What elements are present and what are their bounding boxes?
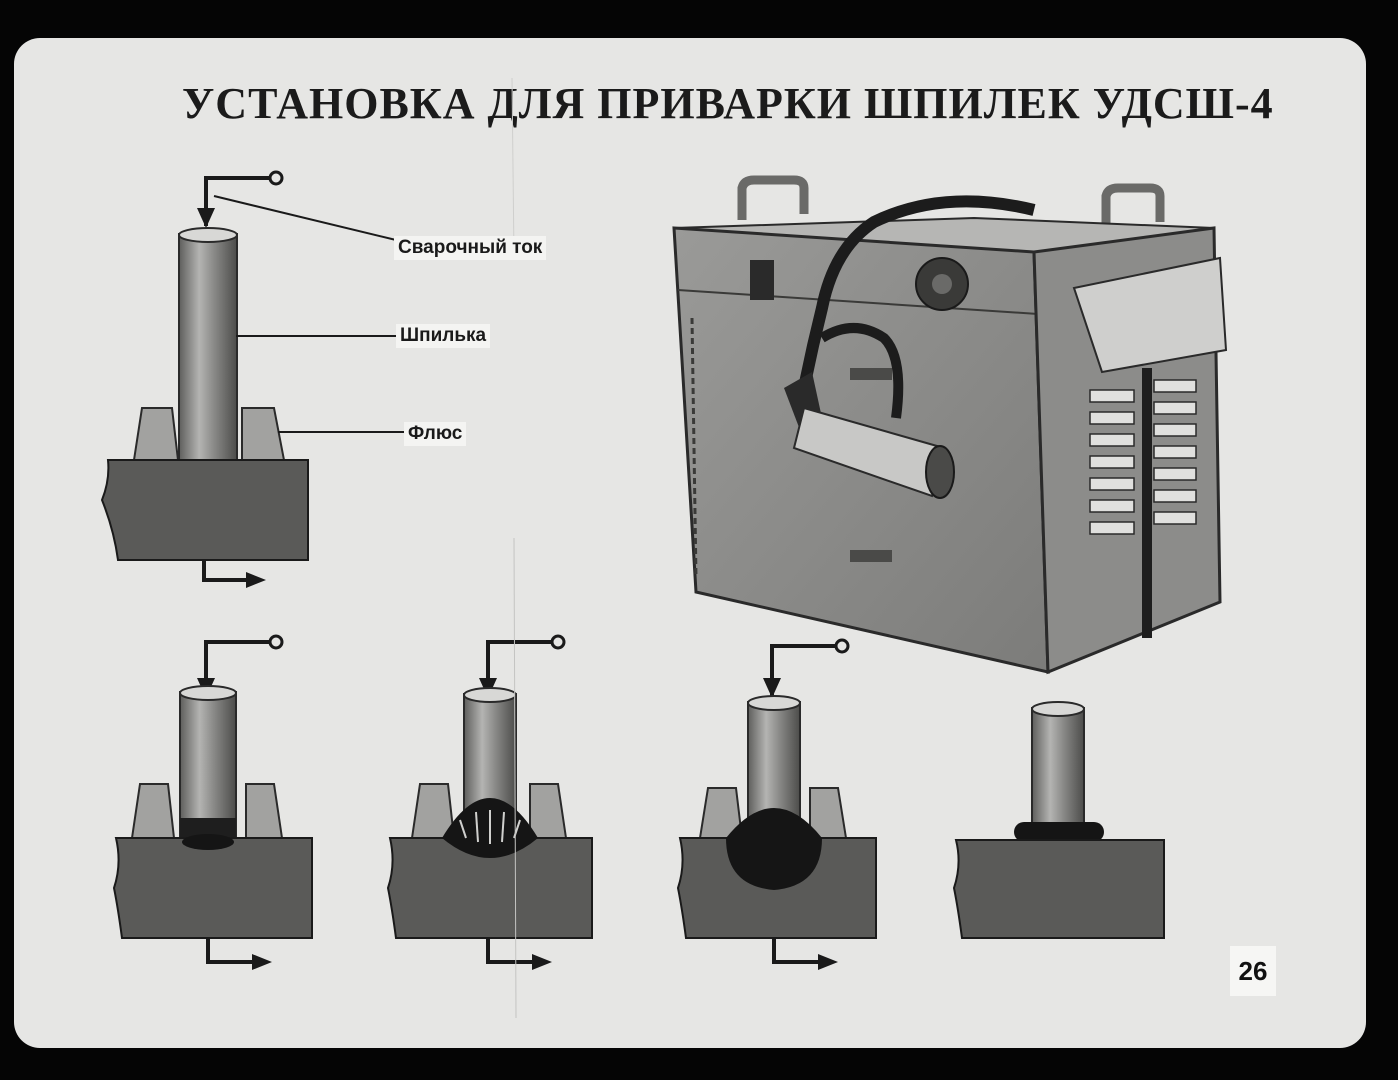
slide-number: 26 <box>1230 946 1276 996</box>
slide-title: УСТАНОВКА ДЛЯ ПРИВАРКИ ШПИЛЕК УДСШ-4 <box>182 79 1274 128</box>
welding-machine-photo <box>672 175 1228 675</box>
label-stud: Шпилька <box>396 324 491 348</box>
label-flux: Флюс <box>404 422 467 446</box>
label-welding-current: Сварочный ток <box>394 236 547 260</box>
main-weld-diagram <box>100 170 404 588</box>
weld-stage-2 <box>386 634 593 970</box>
weld-stage-1 <box>112 634 313 970</box>
illustration <box>100 77 1228 1019</box>
weld-stage-4 <box>952 701 1165 939</box>
weld-stage-3 <box>676 638 877 970</box>
slide: УСТАНОВКА ДЛЯ ПРИВАРКИ ШПИЛЕК УДСШ-4 <box>14 38 1366 1048</box>
